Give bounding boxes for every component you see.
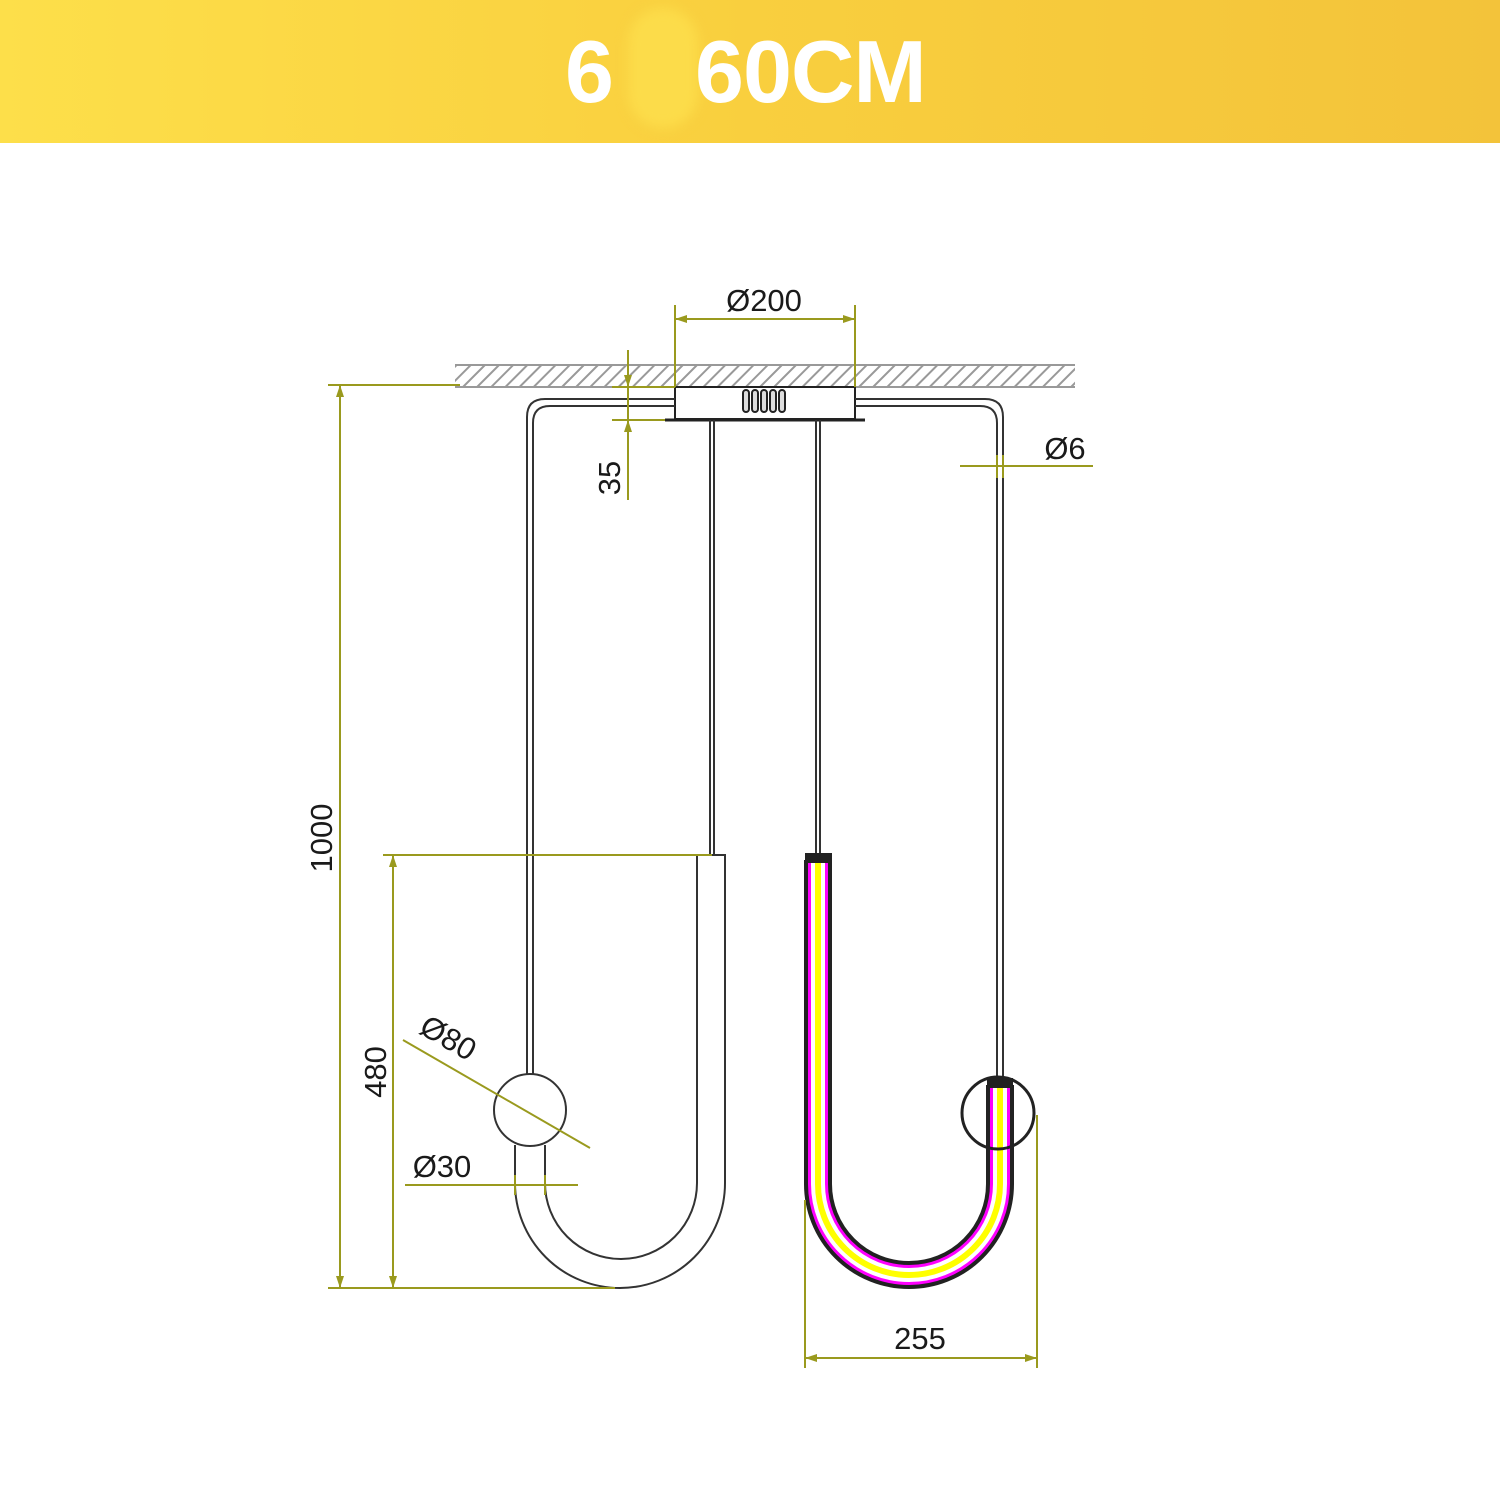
left-ball (493, 1073, 567, 1147)
dim-canopy-diameter: Ø200 (726, 283, 802, 318)
dim-tube-diameter: Ø30 (413, 1149, 472, 1184)
dim-tube-height: 480 (358, 1046, 393, 1098)
header-prefix: 6 (565, 22, 614, 121)
right-ball (960, 1075, 1036, 1151)
ceiling (455, 364, 1075, 388)
header-glow (628, 8, 698, 128)
dim-total-height: 1000 (304, 804, 339, 873)
dim-canopy-height: 35 (592, 461, 627, 495)
header-banner: 6 60CM (0, 0, 1500, 143)
canopy-vents (742, 389, 786, 413)
right-u-tube (804, 853, 1036, 1289)
dim-u-width: 255 (894, 1321, 946, 1356)
canopy (665, 386, 865, 422)
left-u-tube (493, 854, 726, 1289)
wires (526, 398, 1004, 1080)
header-size: 60CM (695, 22, 927, 121)
dimension-lines (328, 305, 1093, 1368)
dim-wire-diameter: Ø6 (1044, 431, 1085, 466)
dim-ball-diameter: Ø80 (414, 1008, 482, 1068)
